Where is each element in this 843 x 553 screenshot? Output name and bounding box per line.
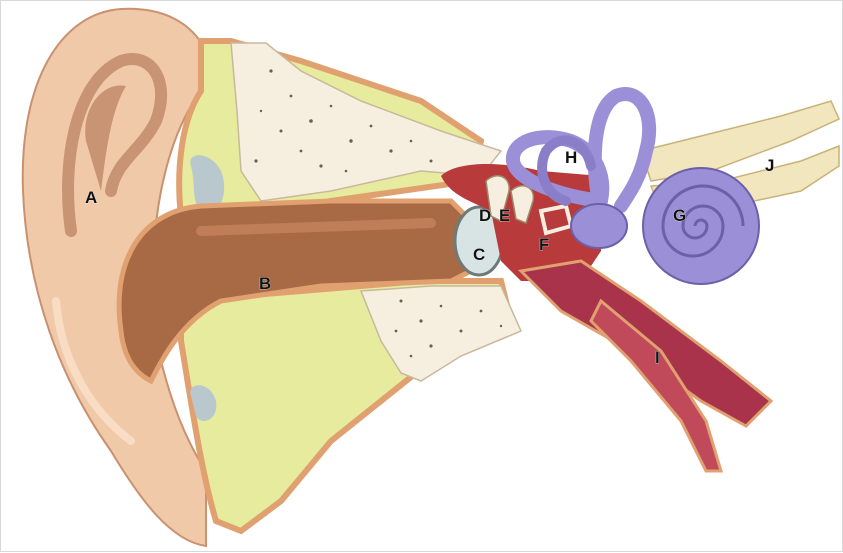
cochlea — [643, 168, 759, 284]
vestibule — [571, 204, 627, 248]
label-f: F — [539, 235, 549, 254]
label-j: J — [765, 156, 774, 175]
label-d: D — [479, 206, 491, 225]
eustachian-tube — [521, 261, 771, 471]
label-h: H — [565, 148, 577, 167]
label-e: E — [499, 206, 510, 225]
label-a: A — [85, 188, 97, 207]
label-g: G — [673, 206, 686, 225]
label-c: C — [473, 245, 485, 264]
label-i: I — [655, 348, 660, 367]
label-b: B — [259, 274, 271, 293]
